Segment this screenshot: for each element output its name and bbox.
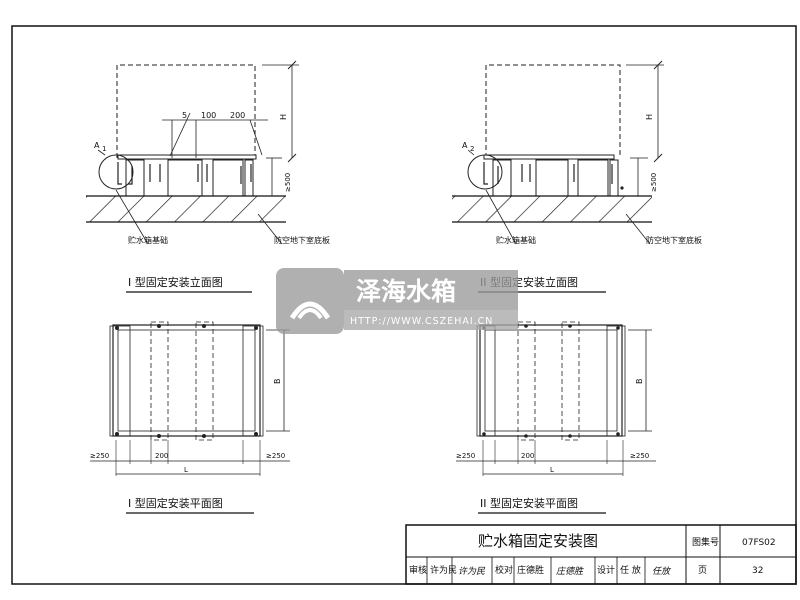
atlas-number: 07FS02 <box>742 538 776 548</box>
plan2-dim-b: B <box>635 379 644 385</box>
elevation-type-2: A 2 H ≥500 贮水箱基础 防空地下室底板 II 型固定安装立面图 <box>452 60 702 293</box>
page-label: 页 <box>698 565 707 576</box>
elev2-base-height: ≥500 <box>650 173 658 192</box>
page-number: 32 <box>752 566 763 576</box>
checker-name: 庄德胜 <box>517 564 544 576</box>
elev1-base-height: ≥500 <box>284 173 292 192</box>
watermark: 泽海水箱 HTTP://WWW.CSZEHAI.CN <box>276 268 518 334</box>
reviewer-name: 许为民 <box>430 564 457 576</box>
plan2-dim-l: L <box>550 466 554 474</box>
elev1-dim-mid: 100 <box>201 111 216 120</box>
designer-signature: 任放 <box>652 566 672 577</box>
elev1-height-label: H <box>279 114 288 120</box>
plan1-caption: I 型固定安装平面图 <box>128 496 223 510</box>
checker-signature: 庄德胜 <box>556 566 584 577</box>
elev2-slab-label: 防空地下室底板 <box>646 235 702 245</box>
plan1-dim-l: L <box>184 466 188 474</box>
review-label: 审核 <box>409 564 427 576</box>
plan-type-1: B ≥250 200 ≥250 L I 型固定安装平面图 <box>90 321 290 514</box>
elev1-dim-top: 5 <box>182 111 187 120</box>
plan2-dim-mid: 200 <box>521 452 534 460</box>
watermark-brand: 泽海水箱 <box>356 277 456 306</box>
designer-name: 任 放 <box>620 564 641 576</box>
check-label: 校对 <box>495 564 513 576</box>
elev1-dim-right: 200 <box>230 111 245 120</box>
elev2-height-label: H <box>645 114 654 120</box>
elev2-detail-sub: 2 <box>470 145 474 153</box>
plan1-dim-b: B <box>273 379 282 385</box>
plan2-dim-left: ≥250 <box>456 452 475 460</box>
elev1-foundation-label: 贮水箱基础 <box>128 235 168 245</box>
elev1-detail-sub: 1 <box>102 145 106 153</box>
elevation-type-1: A 1 5 100 200 H ≥500 贮水箱基础 防空地下室底板 I 型固定… <box>86 60 330 293</box>
elev2-foundation-label: 贮水箱基础 <box>496 235 536 245</box>
elev1-slab-label: 防空地下室底板 <box>274 235 330 245</box>
elev1-detail-label: A <box>94 141 100 150</box>
plan2-caption: II 型固定安装平面图 <box>480 496 578 510</box>
elev2-detail-label: A <box>462 141 468 150</box>
plan1-dim-mid: 200 <box>155 452 168 460</box>
plan2-dim-right: ≥250 <box>630 452 649 460</box>
reviewer-signature: 许为民 <box>458 566 486 577</box>
atlas-label: 图集号 <box>692 536 719 548</box>
watermark-logo-icon <box>276 268 344 334</box>
elev1-caption: I 型固定安装立面图 <box>128 275 223 289</box>
plan1-dim-right: ≥250 <box>266 452 285 460</box>
sheet-border <box>11 25 797 585</box>
title-block-title: 贮水箱固定安装图 <box>478 532 598 550</box>
watermark-url: HTTP://WWW.CSZEHAI.CN <box>350 316 493 327</box>
plan-type-2: B ≥250 200 ≥250 L II 型固定安装平面图 <box>456 321 656 514</box>
plan1-dim-left: ≥250 <box>90 452 109 460</box>
design-label: 设计 <box>597 564 615 576</box>
title-block: 贮水箱固定安装图 图集号 07FS02 审核 许为民 许为民 校对 庄德胜 庄德… <box>405 524 797 585</box>
